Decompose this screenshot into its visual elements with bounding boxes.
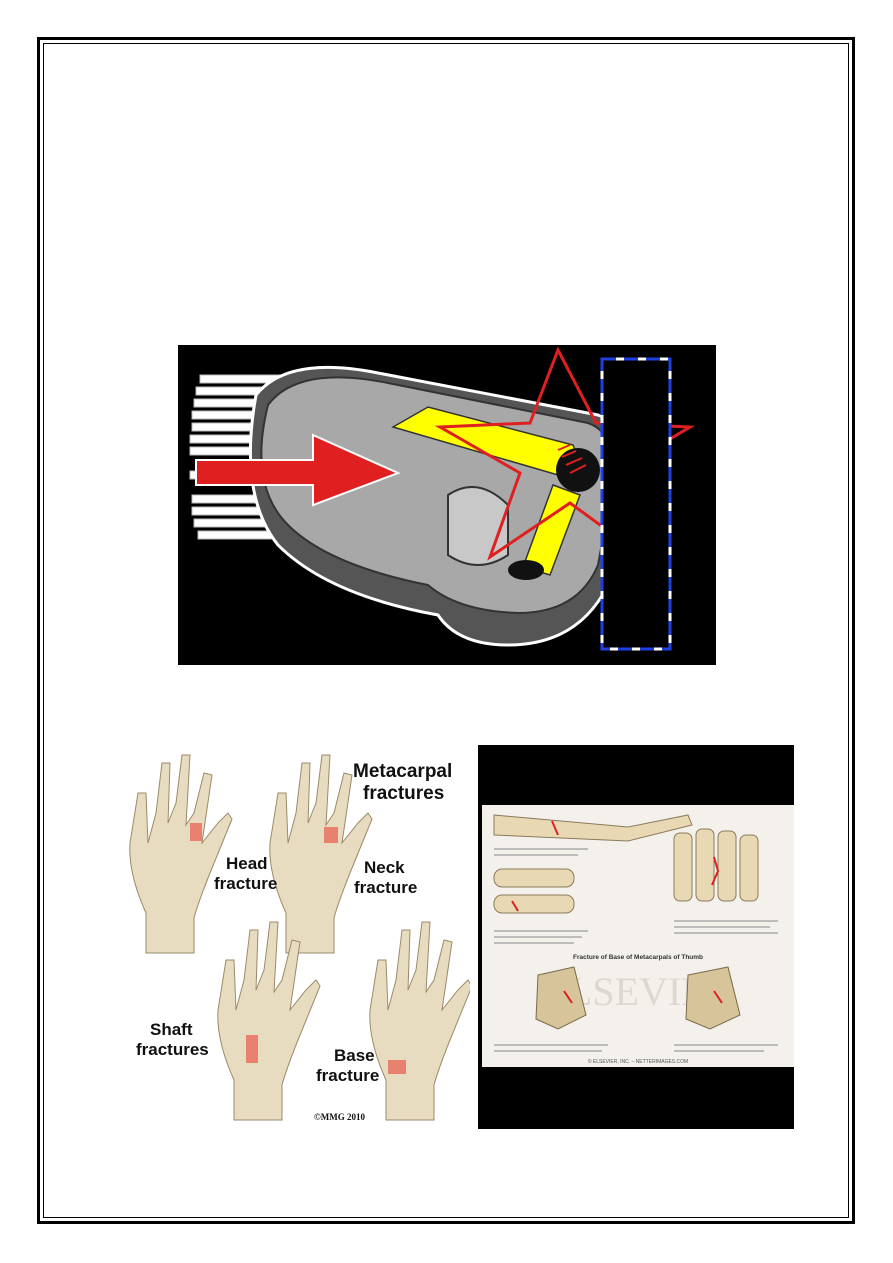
page-border-inner <box>43 43 849 1218</box>
transverse-fracture <box>551 820 559 836</box>
neck-fracture-bones <box>493 868 575 914</box>
head-fracture-label-line1: Head <box>226 854 268 873</box>
hand-base-fracture <box>369 921 473 1121</box>
hand-shaft-fracture <box>217 921 321 1121</box>
hand-head-fracture <box>129 754 233 954</box>
head-fracture-label-line2: fracture <box>214 874 277 893</box>
finger-fold <box>447 486 509 566</box>
punch-diagram-figure <box>178 345 716 665</box>
text-block-lines <box>494 848 778 944</box>
netter-illustration-figure: ELSEVIER Fracture of Base of <box>478 745 794 1129</box>
neck-fracture-label-line2: fracture <box>354 878 417 897</box>
base-fracture-label-line2: fracture <box>316 1066 379 1085</box>
impact-wall-outline <box>600 357 672 651</box>
metacarpals-group <box>673 828 759 902</box>
base-fracture-label-line1: Base <box>334 1046 375 1065</box>
metacarpal-shaft-bone <box>493 814 693 842</box>
netter-heading: Fracture of Base of Metacarpals of Thumb <box>573 954 703 961</box>
copyright-label: ©MMG 2010 <box>314 1112 365 1122</box>
metacarpal-fractures-figure: Metacarpal fractures Head fracture Neck … <box>108 745 473 1130</box>
shaft-fracture-label-line1: Shaft <box>150 1020 193 1039</box>
neck-fracture-label-line1: Neck <box>364 858 405 877</box>
punch-diagram-svg <box>189 346 696 651</box>
fracture-mark <box>557 444 587 474</box>
netter-footer: © ELSEVIER, INC. – NETTERIMAGES.COM <box>588 1058 688 1065</box>
caption-lines <box>494 1044 778 1052</box>
impact-arrow <box>195 433 401 507</box>
fingertip <box>508 560 544 580</box>
shaft-fracture-label-line2: fractures <box>136 1040 209 1059</box>
impact-wall <box>600 357 672 651</box>
page-border-outer <box>37 37 855 1224</box>
thumb-base-bones <box>535 966 741 1030</box>
netter-svg: ELSEVIER Fracture of Base of <box>482 805 794 1067</box>
hands-svg: Metacarpal fractures Head fracture Neck … <box>129 754 473 1122</box>
hand-neck-fracture <box>269 754 373 954</box>
figure-title-line1: Metacarpal <box>353 761 452 782</box>
figure-title-line2: fractures <box>363 783 444 804</box>
